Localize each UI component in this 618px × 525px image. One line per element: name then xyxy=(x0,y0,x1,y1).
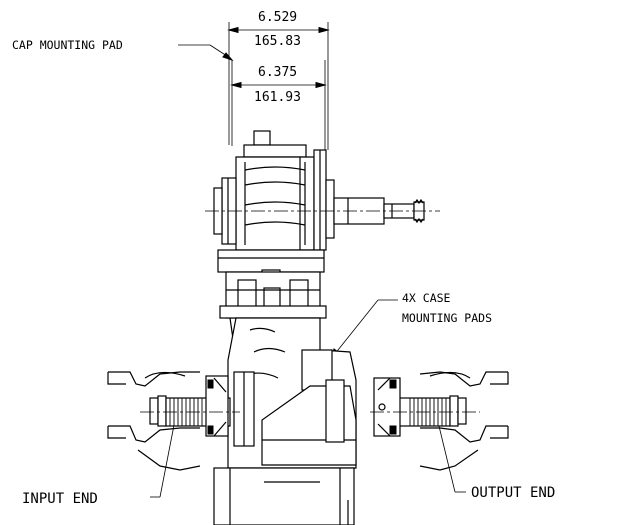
cap-mounting-pad-label: CAP MOUNTING PAD xyxy=(12,38,123,52)
callout-input-end: INPUT END xyxy=(22,412,179,507)
case-pads-label-line1: 4X CASE xyxy=(402,291,451,305)
case-pads-label-line2: MOUNTING PADS xyxy=(402,311,492,325)
output-end-assembly xyxy=(370,371,509,471)
input-end-label: INPUT END xyxy=(22,491,98,507)
callout-case-mounting-pads: 4X CASE MOUNTING PADS xyxy=(330,291,492,360)
dimension-outer: 6.529 165.83 xyxy=(227,10,330,150)
input-end-assembly xyxy=(107,371,240,471)
dimension-outer-mm: 165.83 xyxy=(254,34,301,49)
dimension-inner-inches: 6.375 xyxy=(258,65,297,80)
upper-gearbox xyxy=(205,130,440,281)
main-case xyxy=(213,317,357,525)
callout-output-end: OUTPUT END xyxy=(435,414,555,501)
dimension-outer-inches: 6.529 xyxy=(258,10,297,25)
output-end-label: OUTPUT END xyxy=(471,485,555,501)
dimension-inner-mm: 161.93 xyxy=(254,90,301,105)
callout-cap-mounting-pad: CAP MOUNTING PAD xyxy=(12,38,234,62)
dimension-inner: 6.375 161.93 xyxy=(230,60,327,150)
